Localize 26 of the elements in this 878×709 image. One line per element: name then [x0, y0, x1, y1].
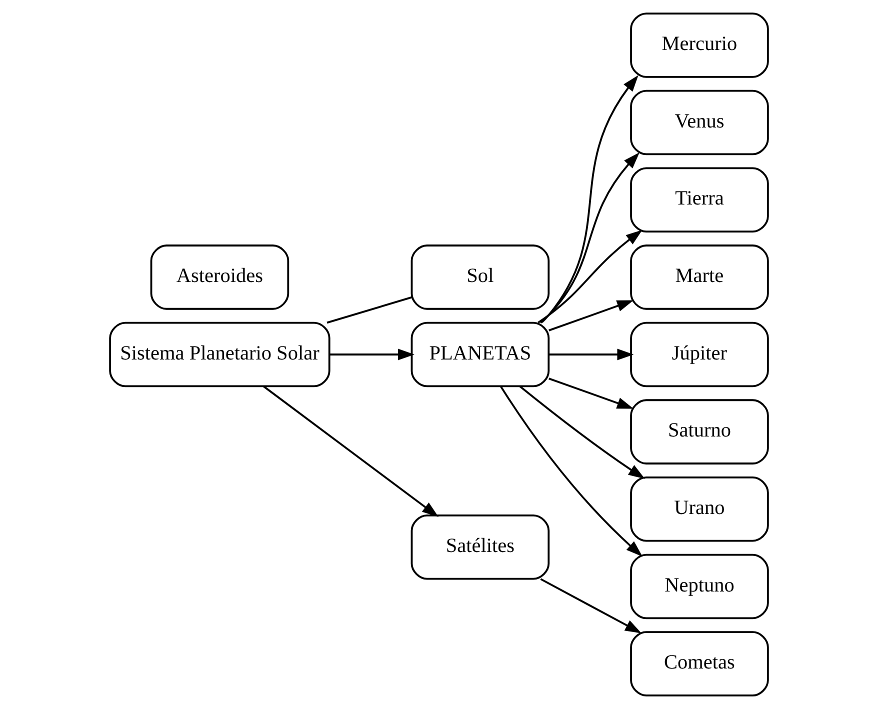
node-box: Urano	[630, 476, 769, 542]
node-box: Cometas	[630, 631, 769, 696]
node-box: Marte	[630, 244, 769, 310]
node-box: Júpiter	[630, 322, 769, 388]
arrow	[548, 378, 634, 409]
node-box: Satélites	[410, 514, 550, 580]
arrow	[548, 348, 634, 360]
node-box: Neptuno	[630, 554, 769, 620]
arrow	[538, 230, 642, 324]
node-box: Saturno	[630, 399, 769, 464]
arrow	[263, 386, 439, 518]
connector	[326, 296, 412, 324]
node-box: Venus	[630, 90, 769, 156]
arrow	[541, 75, 638, 324]
node-box: Tierra	[630, 167, 769, 232]
arrow	[519, 386, 645, 479]
arrow	[548, 300, 634, 332]
node-box: Sol	[410, 244, 550, 310]
node-box: Mercurio	[630, 12, 769, 78]
node-box: Sistema Planetario Solar	[109, 322, 330, 388]
arrow	[540, 578, 642, 634]
arrow	[330, 348, 414, 360]
arrow	[540, 152, 640, 324]
arrow	[500, 386, 643, 557]
node-box: Asteroides	[150, 244, 290, 310]
node-box: PLANETAS	[410, 322, 550, 388]
